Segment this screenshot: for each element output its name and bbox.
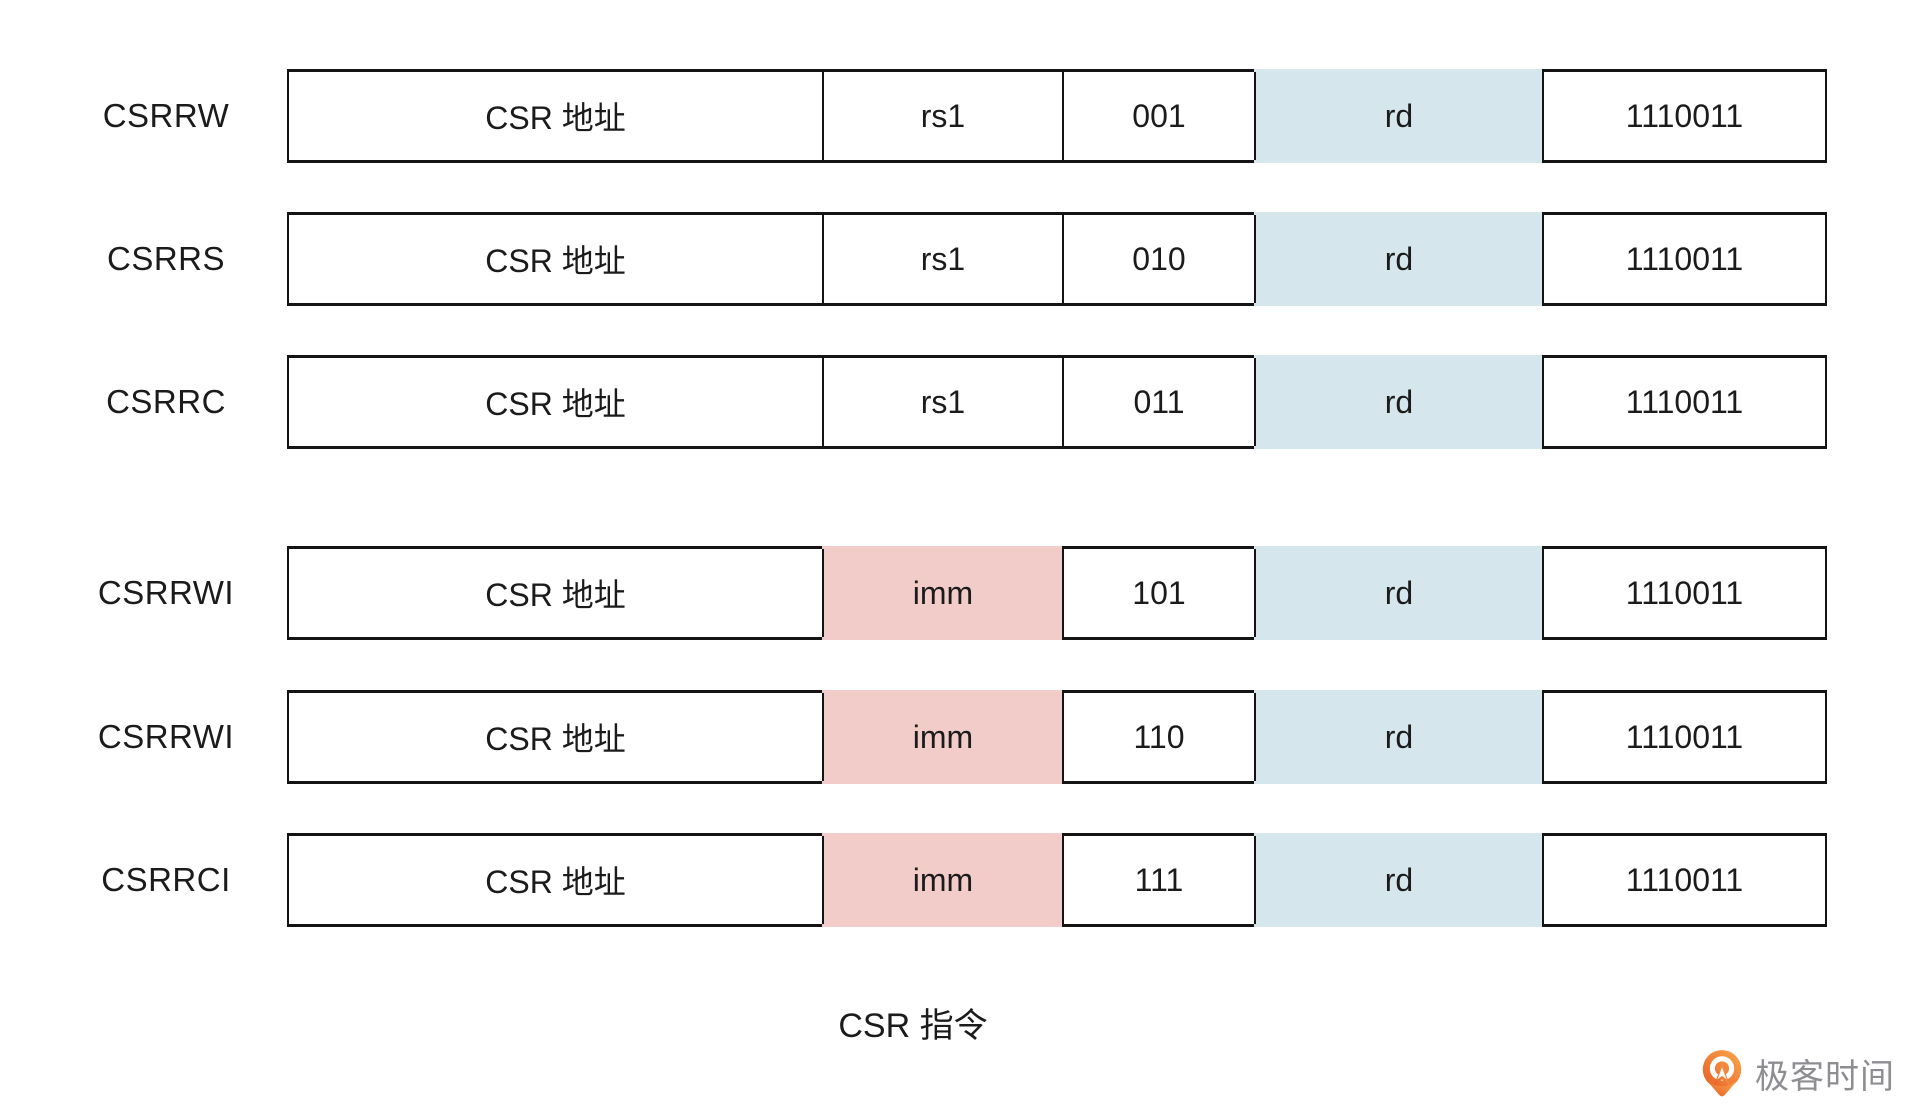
instruction-fields: CSR 地址 rs1 011 rd 1110011: [287, 355, 1827, 449]
field-rd: rd: [1254, 215, 1542, 303]
instruction-mnemonic: CSRRWI: [97, 718, 235, 755]
instruction-row: CSRRC CSR 地址 rs1 011 rd 1110011: [0, 355, 1920, 449]
field-rd: rd: [1254, 693, 1542, 781]
field-rs1-or-imm: imm: [822, 836, 1062, 924]
field-funct3: 111: [1062, 836, 1254, 924]
instruction-row: CSRRWI CSR 地址 imm 101 rd 1110011: [0, 546, 1920, 640]
field-opcode: 1110011: [1542, 693, 1825, 781]
geektime-pin-icon: [1702, 1050, 1742, 1097]
field-funct3: 001: [1062, 72, 1254, 160]
field-funct3: 011: [1062, 358, 1254, 446]
instruction-row: CSRRWI CSR 地址 imm 110 rd 1110011: [0, 690, 1920, 784]
field-funct3: 010: [1062, 215, 1254, 303]
field-rs1-or-imm: imm: [822, 549, 1062, 637]
field-opcode: 1110011: [1542, 836, 1825, 924]
field-csr-address: CSR 地址: [485, 864, 626, 900]
geektime-logo-text: 极客时间: [1755, 1057, 1895, 1096]
instruction-row: CSRRCI CSR 地址 imm 111 rd 1110011: [0, 833, 1920, 927]
instruction-fields: CSR 地址 imm 101 rd 1110011: [287, 546, 1827, 640]
field-opcode: 1110011: [1542, 549, 1825, 637]
field-csr-address: CSR 地址: [485, 721, 626, 757]
instruction-mnemonic: CSRRWI: [97, 574, 235, 611]
instruction-fields: CSR 地址 rs1 010 rd 1110011: [287, 212, 1827, 306]
instruction-row: CSRRS CSR 地址 rs1 010 rd 1110011: [0, 212, 1920, 306]
instruction-mnemonic: CSRRS: [106, 240, 226, 277]
field-rd: rd: [1254, 836, 1542, 924]
field-rs1-or-imm: rs1: [822, 215, 1062, 303]
field-rd: rd: [1254, 549, 1542, 637]
field-opcode: 1110011: [1542, 215, 1825, 303]
field-rs1-or-imm: imm: [822, 693, 1062, 781]
field-funct3: 101: [1062, 549, 1254, 637]
instruction-mnemonic: CSRRW: [102, 97, 230, 134]
field-opcode: 1110011: [1542, 358, 1825, 446]
field-csr-address: CSR 地址: [485, 243, 626, 279]
field-funct3: 110: [1062, 693, 1254, 781]
diagram-caption: CSR 指令: [838, 1007, 988, 1045]
instruction-row: CSRRW CSR 地址 rs1 001 rd 1110011: [0, 69, 1920, 163]
instruction-fields: CSR 地址 imm 111 rd 1110011: [287, 833, 1827, 927]
instruction-fields: CSR 地址 imm 110 rd 1110011: [287, 690, 1827, 784]
instruction-mnemonic: CSRRC: [106, 383, 226, 420]
field-csr-address: CSR 地址: [485, 577, 626, 613]
field-rs1-or-imm: rs1: [822, 72, 1062, 160]
field-rs1-or-imm: rs1: [822, 358, 1062, 446]
field-rd: rd: [1254, 72, 1542, 160]
instruction-mnemonic: CSRRCI: [101, 861, 231, 898]
field-opcode: 1110011: [1542, 72, 1825, 160]
field-csr-address: CSR 地址: [485, 386, 626, 422]
instruction-fields: CSR 地址 rs1 001 rd 1110011: [287, 69, 1827, 163]
field-csr-address: CSR 地址: [485, 100, 626, 136]
field-rd: rd: [1254, 358, 1542, 446]
geektime-logo: 极客时间: [1700, 1046, 1895, 1100]
